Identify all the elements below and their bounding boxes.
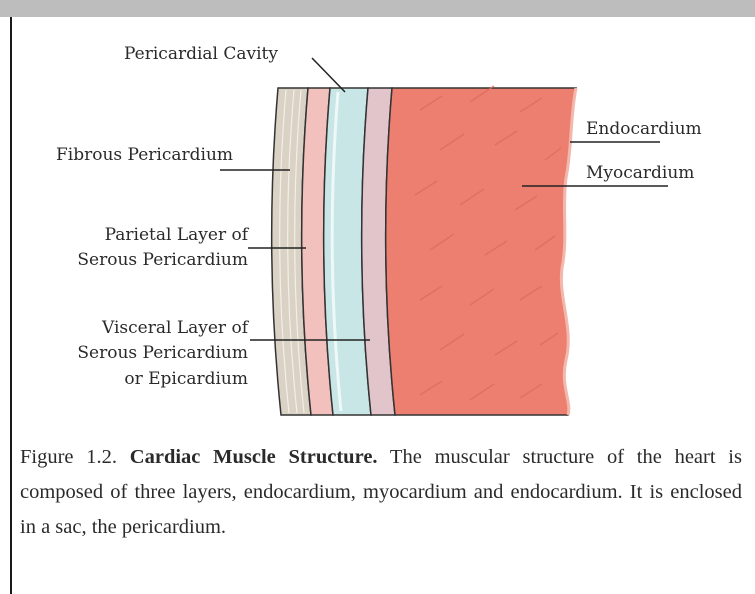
leader-pericardial-cavity [312, 58, 345, 92]
label-pericardial-cavity: Pericardial Cavity [124, 44, 278, 64]
label-visceral-line-2: Serous Pericardium [77, 343, 248, 363]
myocardium-layer [386, 88, 576, 415]
caption-prefix: Figure 1.2. [20, 446, 130, 468]
label-visceral-line-3: or Epicardium [124, 369, 248, 389]
caption-title: Cardiac Muscle Structure. [130, 446, 378, 468]
label-parietal-line-2: Serous Pericardium [77, 250, 248, 270]
label-myocardium: Myocardium [586, 163, 694, 183]
label-endocardium: Endocardium [586, 119, 702, 139]
label-visceral-line-1: Visceral Layer of [101, 318, 250, 338]
label-parietal-line-1: Parietal Layer of [105, 225, 250, 245]
label-fibrous-pericardium: Fibrous Pericardium [56, 145, 233, 165]
figure-caption: Figure 1.2. Cardiac Muscle Structure. Th… [20, 440, 742, 545]
cardiac-layers-diagram: Pericardial Cavity Fibrous Pericardium P… [0, 0, 755, 430]
